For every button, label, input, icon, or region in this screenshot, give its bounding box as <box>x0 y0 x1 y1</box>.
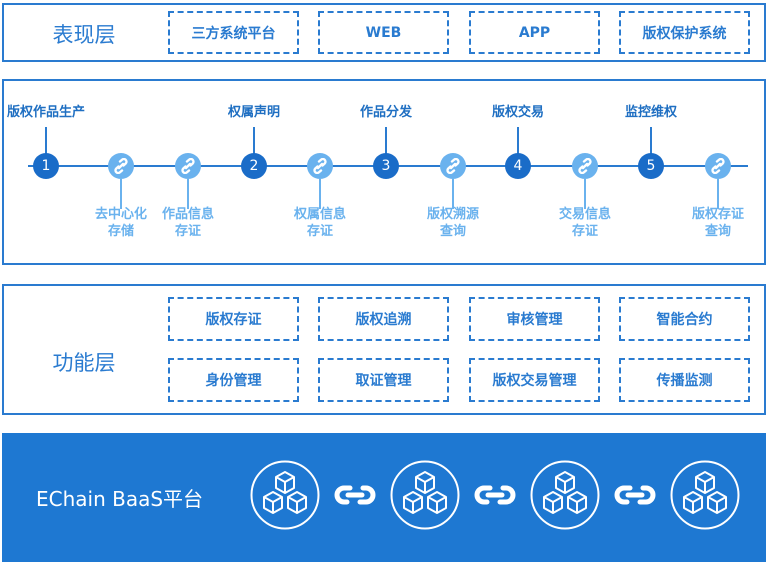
chain-node-label: 交易信息存证 <box>559 206 611 240</box>
function-layer-title: 功能层 <box>52 351 116 375</box>
chain-node-label-line2: 存储 <box>107 224 135 239</box>
chain-connector <box>187 179 189 209</box>
chain-node-label: 作品信息存证 <box>162 206 214 240</box>
chain-node-label-line1: 版权存证 <box>691 207 745 222</box>
chain-node-label-line2: 查询 <box>439 224 467 239</box>
function-item: 取证管理 <box>318 358 449 402</box>
step-connector <box>517 127 519 154</box>
chain-node-label-line2: 存证 <box>571 224 599 239</box>
function-item: 智能合约 <box>619 297 750 341</box>
chain-link-icon <box>473 484 517 510</box>
chain-node-label-line1: 去中心化 <box>94 207 148 222</box>
chain-node-label: 权属信息存证 <box>294 206 346 240</box>
chain-link-icon <box>613 484 657 510</box>
function-layer-panel: 功能层 版权存证 版权追溯 审核管理 智能合约 身份管理 取证管理 版权交易管理… <box>2 284 766 415</box>
function-item: 版权存证 <box>168 297 299 341</box>
step-circle: 3 <box>373 153 399 179</box>
chain-node-label-line1: 权属信息 <box>293 207 347 222</box>
function-item: 审核管理 <box>469 297 600 341</box>
blocks-icon <box>530 460 600 534</box>
presentation-item-third-party: 三方系统平台 <box>168 11 299 54</box>
chain-link-icon <box>572 153 598 179</box>
chain-link-icon <box>705 153 731 179</box>
step-label: 作品分发 <box>359 105 413 120</box>
function-item: 传播监测 <box>619 358 750 402</box>
chain-node-label-line1: 交易信息 <box>558 207 612 222</box>
chain-node-label-line2: 查询 <box>704 224 732 239</box>
chain-node-label-line2: 存证 <box>174 224 202 239</box>
step-circle: 5 <box>638 153 664 179</box>
presentation-item-web: WEB <box>318 11 449 54</box>
presentation-item-app: APP <box>469 11 600 54</box>
chain-link-icon <box>175 153 201 179</box>
step-connector <box>650 127 652 154</box>
chain-node-label-line1: 作品信息 <box>161 207 215 222</box>
function-item: 版权交易管理 <box>469 358 600 402</box>
step-connector <box>385 127 387 154</box>
step-circle: 4 <box>505 153 531 179</box>
step-connector <box>45 127 47 154</box>
blocks-icon <box>390 460 460 534</box>
chain-node-label: 版权存证查询 <box>692 206 744 240</box>
step-circle: 1 <box>33 153 59 179</box>
step-label: 权属声明 <box>227 105 281 120</box>
step-label: 监控维权 <box>624 105 678 120</box>
blocks-icon <box>250 460 320 534</box>
chain-link-icon <box>333 484 377 510</box>
chain-connector <box>120 179 122 209</box>
platform-layer-panel: EChain BaaS平台 <box>2 433 766 562</box>
chain-node-label: 去中心化存储 <box>95 206 147 240</box>
chain-link-icon <box>440 153 466 179</box>
platform-layer-title: EChain BaaS平台 <box>36 487 204 511</box>
chain-connector <box>319 179 321 209</box>
chain-connector <box>584 179 586 209</box>
function-item: 身份管理 <box>168 358 299 402</box>
step-circle: 2 <box>241 153 267 179</box>
step-connector <box>253 127 255 154</box>
step-label: 版权交易 <box>491 105 545 120</box>
chain-node-label-line1: 版权溯源 <box>426 207 480 222</box>
chain-node-label: 版权溯源查询 <box>427 206 479 240</box>
presentation-layer-title: 表现层 <box>52 23 116 47</box>
chain-link-icon <box>108 153 134 179</box>
function-item: 版权追溯 <box>318 297 449 341</box>
chain-node-label-line2: 存证 <box>306 224 334 239</box>
chain-link-icon <box>307 153 333 179</box>
chain-connector <box>717 179 719 209</box>
blocks-icon <box>670 460 740 534</box>
chain-connector <box>452 179 454 209</box>
presentation-item-copyright-system: 版权保护系统 <box>619 11 750 54</box>
step-label: 版权作品生产 <box>6 105 86 120</box>
presentation-layer-panel: 表现层 三方系统平台 WEB APP 版权保护系统 <box>2 3 766 62</box>
